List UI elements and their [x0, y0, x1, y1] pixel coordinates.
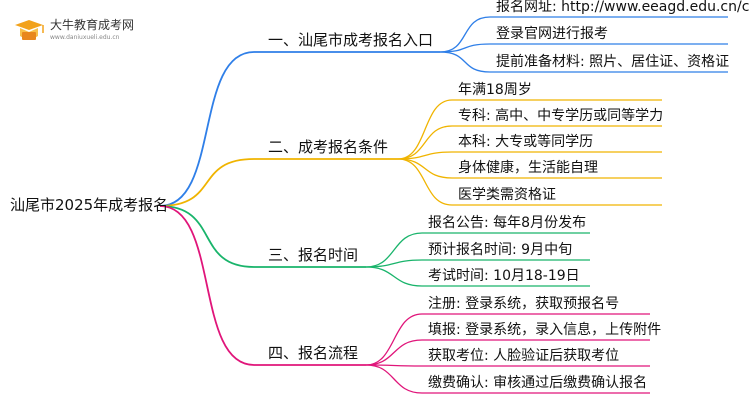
- branch-connector-4: [159, 205, 366, 366]
- leaf-node-4-4: 缴费确认: 审核通过后缴费确认报名: [428, 375, 648, 391]
- branch-node-3: 三、报名时间: [268, 246, 359, 264]
- leaf-node-1-3: 提前准备材料: 照片、居住证、资格证: [496, 54, 730, 70]
- logo-title: 大牛教育成考网: [50, 18, 135, 32]
- leaf-node-4-3: 获取考位: 人脸验证后获取考位: [428, 348, 620, 364]
- site-logo: 大牛教育成考网 www.daniuxueli.edu.cn: [12, 14, 152, 48]
- leaf-connector-2-5: [397, 158, 662, 206]
- leaf-connector-2-4: [397, 158, 662, 179]
- logo-url: www.daniuxueli.edu.cn: [50, 34, 120, 41]
- branch-connector-1: [159, 51, 440, 207]
- leaf-connector-4-3: [365, 364, 650, 367]
- leaf-connector-3-3: [365, 266, 590, 287]
- branch-connector-2: [159, 158, 398, 207]
- leaf-node-2-4: 身体健康，生活能自理: [458, 160, 598, 176]
- branch-node-4: 四、报名流程: [268, 344, 359, 362]
- root-node: 汕尾市2025年成考报名: [10, 196, 169, 214]
- branch-node-2: 二、成考报名条件: [268, 138, 389, 156]
- logo-book-icon: [15, 20, 44, 40]
- leaf-connector-2-1: [397, 99, 662, 160]
- leaf-connector-2-2: [397, 125, 662, 160]
- leaf-node-2-1: 年满18周岁: [458, 82, 532, 98]
- leaf-connector-4-4: [365, 364, 650, 394]
- leaf-node-1-1: 报名网址: http://www.eeagd.edu.cn/cr: [496, 0, 750, 15]
- leaf-connector-3-2: [365, 259, 590, 268]
- leaf-node-3-3: 考试时间: 10月18-19日: [428, 268, 580, 284]
- leaf-node-2-5: 医学类需资格证: [458, 187, 556, 203]
- leaf-connector-3-1: [365, 232, 590, 268]
- branch-connector-3: [159, 205, 366, 268]
- leaf-connector-1-2: [439, 43, 728, 53]
- leaf-node-4-1: 注册: 登录系统，获取预报名号: [428, 296, 620, 312]
- leaf-connector-1-3: [439, 51, 728, 73]
- leaf-node-3-1: 报名公告: 每年8月份发布: [428, 215, 587, 231]
- leaf-connector-2-3: [397, 151, 662, 160]
- leaf-node-4-2: 填报: 登录系统，录入信息，上传附件: [428, 322, 662, 338]
- leaf-node-2-3: 本科: 大专或等同学历: [458, 134, 594, 150]
- leaf-node-2-2: 专科: 高中、中专学历或同等学力: [458, 108, 664, 124]
- branch-node-1: 一、汕尾市成考报名入口: [268, 31, 434, 49]
- leaf-connector-4-1: [365, 313, 650, 366]
- leaf-node-1-2: 登录官网进行报考: [496, 26, 608, 42]
- leaf-connector-4-2: [365, 339, 650, 366]
- leaf-connector-1-1: [439, 16, 728, 53]
- leaf-node-3-2: 预计报名时间: 9月中旬: [428, 242, 573, 258]
